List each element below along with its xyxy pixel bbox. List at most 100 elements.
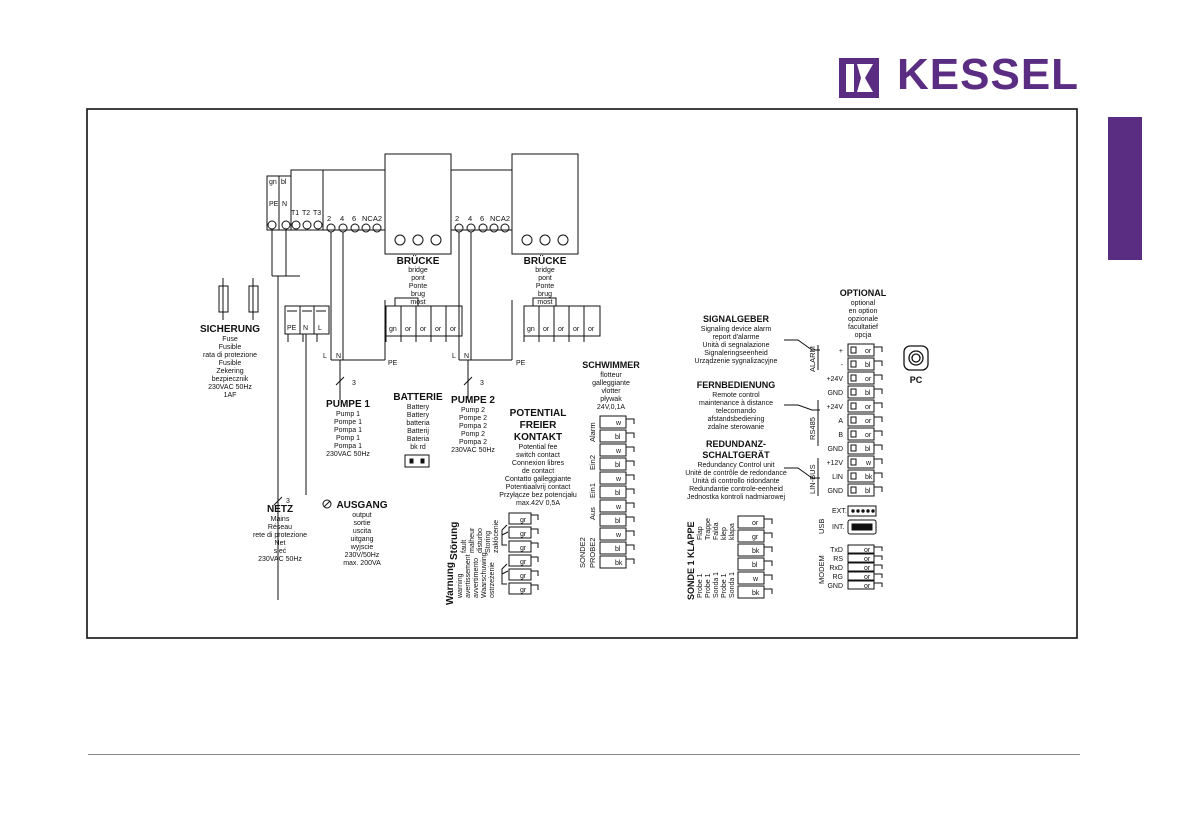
svg-text:GND: GND	[827, 583, 843, 590]
svg-text:Pompe 1: Pompe 1	[334, 419, 362, 426]
redundanz-title-1: REDUNDANZ-	[706, 439, 766, 449]
svg-text:ALARM: ALARM	[808, 346, 817, 372]
optional-title: OPTIONAL	[840, 288, 887, 298]
svg-text:disturbo: disturbo	[477, 528, 484, 553]
svg-text:or: or	[864, 556, 871, 563]
relay-terminal-strip	[508, 512, 539, 595]
contactor-terminals	[291, 220, 323, 230]
svg-text:warning: warning	[457, 573, 464, 599]
stoerung-lines: fault malheur disturbo Storing zakłóceni…	[461, 520, 500, 553]
float-labels: Alarm Ein2 Ein1 Aus SONDE2 PROBE2	[578, 422, 597, 568]
svg-text:brug: brug	[411, 291, 425, 298]
mains-label-n: N	[282, 201, 287, 208]
fuse-term-l: L	[318, 325, 322, 332]
usb-int-label: INT.	[832, 524, 845, 531]
modem-row-colors: or or or or or	[864, 547, 871, 590]
relay-term-6: gr	[520, 587, 527, 594]
svg-text:Ponte: Ponte	[409, 283, 427, 290]
svg-text:sieć: sieć	[274, 548, 287, 555]
svg-text:Trappe: Trappe	[705, 518, 712, 540]
pump1-term-6: 6	[352, 214, 356, 223]
svg-text:1AF: 1AF	[224, 392, 237, 399]
svg-text:Potentiaalvrij contact: Potentiaalvrij contact	[506, 484, 571, 491]
svg-text:batteria: batteria	[406, 420, 429, 427]
usb-label: USB	[817, 519, 826, 534]
pump2-term-4: 4	[468, 214, 472, 223]
svg-text:Ein2: Ein2	[588, 455, 597, 470]
redundanz-lines: Redundancy Control unit Unité de contrôl…	[685, 462, 787, 501]
pump2-term-2: 2	[455, 214, 459, 223]
svg-text:or: or	[864, 547, 871, 554]
svg-text:bk: bk	[865, 474, 873, 481]
svg-text:malheur: malheur	[469, 527, 476, 553]
potential-title-2: FREIER	[520, 420, 557, 431]
svg-text:zakłócenie: zakłócenie	[493, 520, 500, 553]
float-term-6: bl	[615, 490, 621, 497]
svg-text:avvertimento: avvertimento	[473, 558, 480, 598]
pump1-term-nca2: NCA2	[362, 214, 382, 223]
svg-text:switch contact: switch contact	[516, 452, 560, 459]
svg-text:Signaleringseenheid: Signaleringseenheid	[704, 350, 768, 357]
fernbedienung-lines: Remote control maintenance à distance te…	[699, 392, 773, 431]
b2-term-or3: or	[573, 326, 580, 333]
svg-text:most: most	[537, 299, 552, 306]
bridge2-module	[511, 153, 579, 255]
diagram-frame	[86, 108, 1078, 639]
warnung-lines: warning avertissement avvertimento Waars…	[457, 552, 496, 599]
svg-text:Mains: Mains	[271, 516, 290, 523]
mains-terminal-block	[266, 169, 324, 231]
svg-text:or: or	[864, 583, 871, 590]
svg-text:galleggiante: galleggiante	[592, 380, 630, 387]
b1-term-or1: or	[405, 326, 412, 333]
wire-n-1: N	[336, 353, 341, 360]
pc-connector-icon	[903, 345, 929, 371]
svg-text:opzionale: opzionale	[848, 316, 878, 323]
mains-label-gn: gn	[269, 179, 277, 186]
svg-text:RxD: RxD	[829, 565, 843, 572]
bridge2-lines: bridge pont Ponte brug most	[535, 267, 555, 306]
klappe-terminal-strip	[737, 515, 773, 599]
wire-pe-1: PE	[388, 360, 398, 367]
svg-text:bl: bl	[865, 488, 871, 495]
schwimmer-lines: flotteur galleggiante vlotter pływak 24V…	[592, 372, 630, 411]
svg-text:230VAC 50Hz: 230VAC 50Hz	[451, 447, 495, 454]
float-term-7: w	[615, 504, 622, 511]
svg-text:flotteur: flotteur	[600, 372, 622, 379]
svg-text:bl: bl	[865, 446, 871, 453]
svg-text:ostrzeżenie: ostrzeżenie	[489, 562, 496, 598]
svg-text:output: output	[352, 512, 372, 519]
svg-text:LIN: LIN	[832, 474, 843, 481]
svg-text:Flap: Flap	[697, 526, 704, 540]
svg-text:Probe 1: Probe 1	[721, 573, 728, 598]
svg-text:-: -	[841, 362, 844, 369]
mains-label-bl: bl	[281, 179, 287, 186]
svg-text:or: or	[864, 574, 871, 581]
svg-text:+24V: +24V	[826, 376, 843, 383]
svg-text:B: B	[838, 432, 843, 439]
contactor-label-t1: T1	[291, 210, 299, 217]
pc-label: PC	[910, 375, 923, 385]
svg-text:afstandsbediening: afstandsbediening	[708, 416, 765, 423]
float-term-8: bl	[615, 518, 621, 525]
svg-text:Pompa 2: Pompa 2	[459, 423, 487, 430]
b2-term-or4: or	[588, 326, 595, 333]
footer-divider	[88, 754, 1080, 755]
brand-name: KESSEL	[897, 50, 1080, 99]
float-term-1: w	[615, 420, 622, 427]
wire-l-2: L	[452, 353, 456, 360]
svg-text:Net: Net	[275, 540, 286, 547]
pump1-term-4: 4	[340, 214, 344, 223]
svg-text:+12V: +12V	[826, 460, 843, 467]
klappe-lines: Flap Trappe Falda klep klapa Probe 1 Pro…	[697, 518, 736, 598]
relay-term-2: gr	[520, 531, 527, 538]
fernbedienung-title: FERNBEDIENUNG	[697, 380, 776, 390]
language-tab[interactable]	[1108, 117, 1142, 260]
svg-text:Probe 1: Probe 1	[705, 573, 712, 598]
modem-row-labels: TxD RS RxD RG GND	[827, 547, 843, 590]
svg-text:Pump 1: Pump 1	[336, 411, 360, 418]
svg-text:Battery: Battery	[407, 412, 430, 419]
svg-text:telecomando: telecomando	[716, 408, 756, 415]
pumpe2-lines: Pump 2 Pompe 2 Pompa 2 Pomp 2 Pompa 2 23…	[451, 407, 495, 454]
svg-text:fault: fault	[461, 540, 468, 553]
svg-text:Bateria: Bateria	[407, 436, 429, 443]
